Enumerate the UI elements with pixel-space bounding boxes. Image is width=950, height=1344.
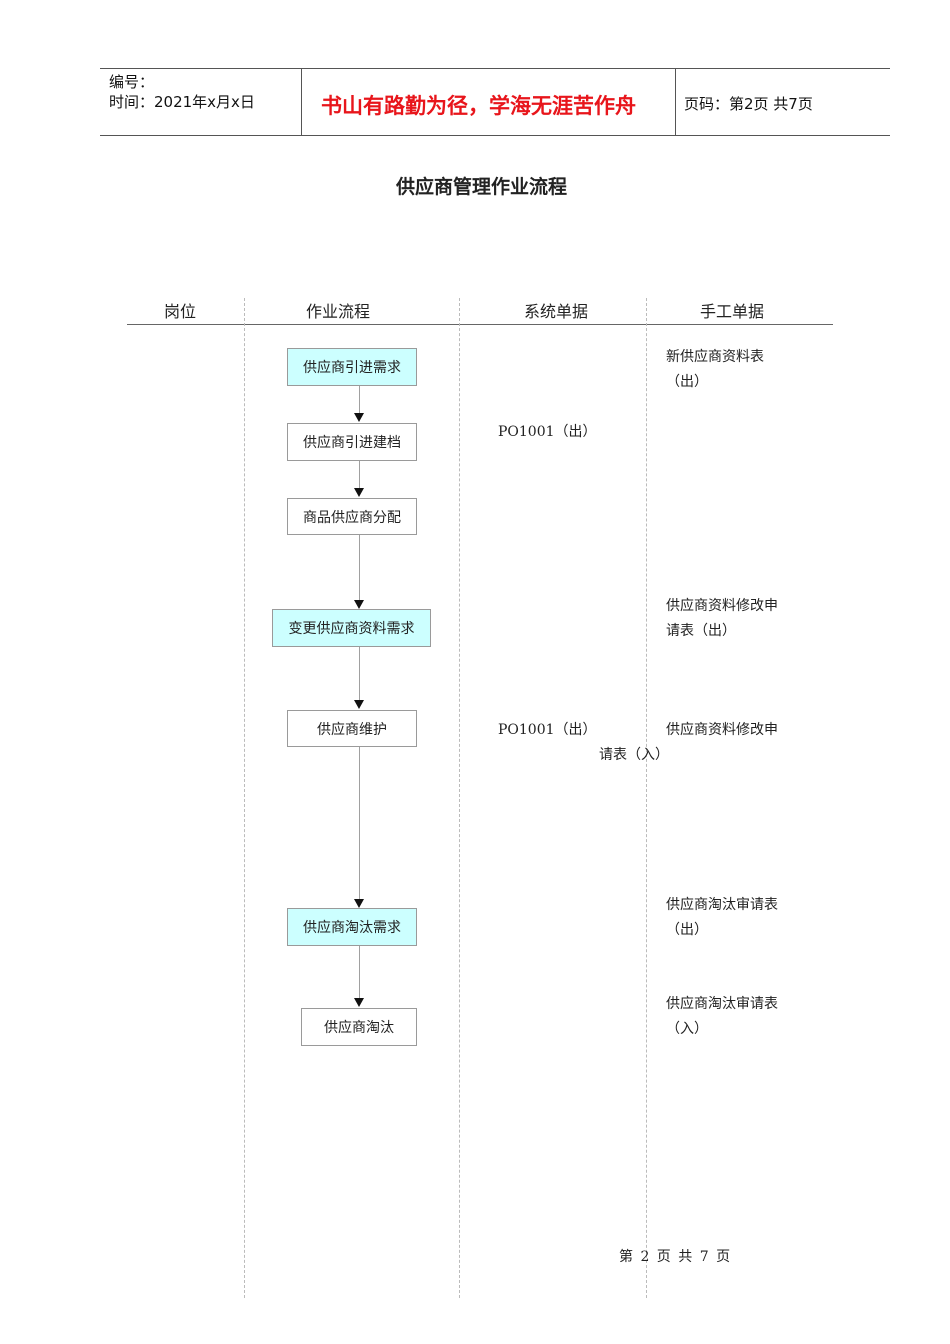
system-doc-note: PO1001（出） [498, 722, 597, 738]
step-supplier-maintenance: 供应商维护 [287, 710, 417, 747]
step-supplier-elimination: 供应商淘汰 [301, 1008, 417, 1046]
column-header-system-docs: 系统单据 [524, 302, 589, 321]
manual-doc-note-line: 供应商淘汰审请表 [666, 897, 778, 913]
step-change-supplier-info-request: 变更供应商资料需求 [272, 609, 431, 647]
manual-doc-note: 供应商淘汰审请表 （出） [666, 893, 778, 943]
manual-doc-note-line: 新供应商资料表 [666, 349, 764, 365]
header-divider-right [675, 68, 676, 135]
connector-1 [359, 386, 360, 416]
column-header-post: 岗位 [164, 302, 197, 321]
manual-doc-note-line: 供应商资料修改申 [666, 598, 778, 614]
column-header-manual-docs: 手工单据 [700, 302, 765, 321]
column-header-process: 作业流程 [306, 302, 371, 321]
arrowhead-5 [354, 899, 364, 908]
doc-code-label: 编号： [109, 73, 155, 91]
manual-doc-note-line: （入） [666, 1021, 708, 1037]
header-bottom-rule [100, 135, 890, 136]
page-footer: 第 2 页 共 7 页 [619, 1249, 731, 1265]
manual-doc-note: 供应商资料修改申 请表（出） [666, 594, 778, 644]
doc-time-label: 时间：2021年x月x日 [109, 93, 255, 111]
manual-doc-note: 供应商资料修改申 [666, 718, 778, 743]
connector-6 [359, 946, 360, 1000]
motto-text: 书山有路勤为径，学海无涯苦作舟 [321, 94, 636, 118]
step-supplier-intro-filing: 供应商引进建档 [287, 423, 417, 461]
step-supplier-intro-request: 供应商引进需求 [287, 348, 417, 386]
manual-doc-note-line: （出） [666, 922, 708, 938]
system-doc-note: PO1001（出） [498, 424, 597, 440]
manual-doc-note-line: 请表（出） [666, 623, 736, 639]
column-separator-2 [459, 298, 460, 1298]
manual-doc-note-line: 请表（入） [599, 747, 669, 763]
arrowhead-2 [354, 488, 364, 497]
arrowhead-6 [354, 998, 364, 1007]
header-divider-left [301, 68, 302, 135]
column-header-rule [127, 324, 833, 325]
column-separator-1 [244, 298, 245, 1298]
arrowhead-3 [354, 600, 364, 609]
page-number-label: 页码：第2页 共7页 [684, 95, 813, 113]
header-top-rule [100, 68, 890, 69]
step-supplier-elimination-request: 供应商淘汰需求 [287, 908, 417, 946]
connector-5 [359, 746, 360, 902]
column-separator-3 [646, 298, 647, 1298]
document-title: 供应商管理作业流程 [396, 176, 568, 198]
step-product-supplier-assign: 商品供应商分配 [287, 498, 417, 535]
manual-doc-note-line: 供应商资料修改申 [666, 722, 778, 738]
manual-doc-note-line: （出） [666, 374, 708, 390]
arrowhead-1 [354, 413, 364, 422]
manual-doc-note: 供应商淘汰审请表 （入） [666, 992, 778, 1042]
manual-doc-note: 新供应商资料表 （出） [666, 345, 764, 395]
arrowhead-4 [354, 700, 364, 709]
connector-2 [359, 461, 360, 490]
connector-3 [359, 535, 360, 602]
connector-4 [359, 647, 360, 703]
manual-doc-note-line: 供应商淘汰审请表 [666, 996, 778, 1012]
